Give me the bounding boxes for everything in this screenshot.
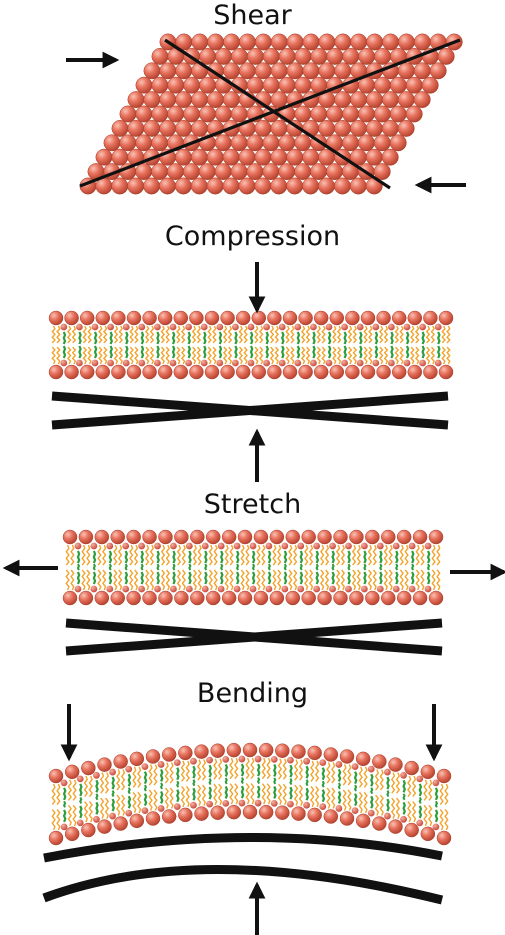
compression-bilayer [48, 310, 454, 430]
shear-lattice [79, 33, 463, 195]
bending-bilayer [42, 742, 452, 905]
stretch-bilayer [62, 529, 444, 656]
compression-label: Compression [164, 221, 341, 252]
force-arrows [2, 51, 505, 935]
stretch-label: Stretch [203, 489, 302, 520]
shear-slip-line [79, 38, 461, 188]
shear-slip-line [164, 38, 391, 190]
bending-label: Bending [196, 678, 309, 709]
shear-label: Shear [213, 0, 292, 31]
